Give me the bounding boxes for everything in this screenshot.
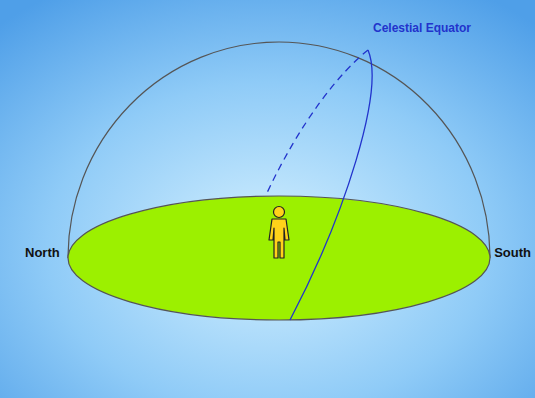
direction-label: North	[25, 246, 60, 259]
circle-label: Celestial Equator	[373, 22, 471, 34]
observer-figure	[269, 207, 289, 259]
equator-visible	[290, 50, 372, 320]
horizon-plane	[68, 196, 490, 320]
direction-label: South	[494, 246, 531, 259]
